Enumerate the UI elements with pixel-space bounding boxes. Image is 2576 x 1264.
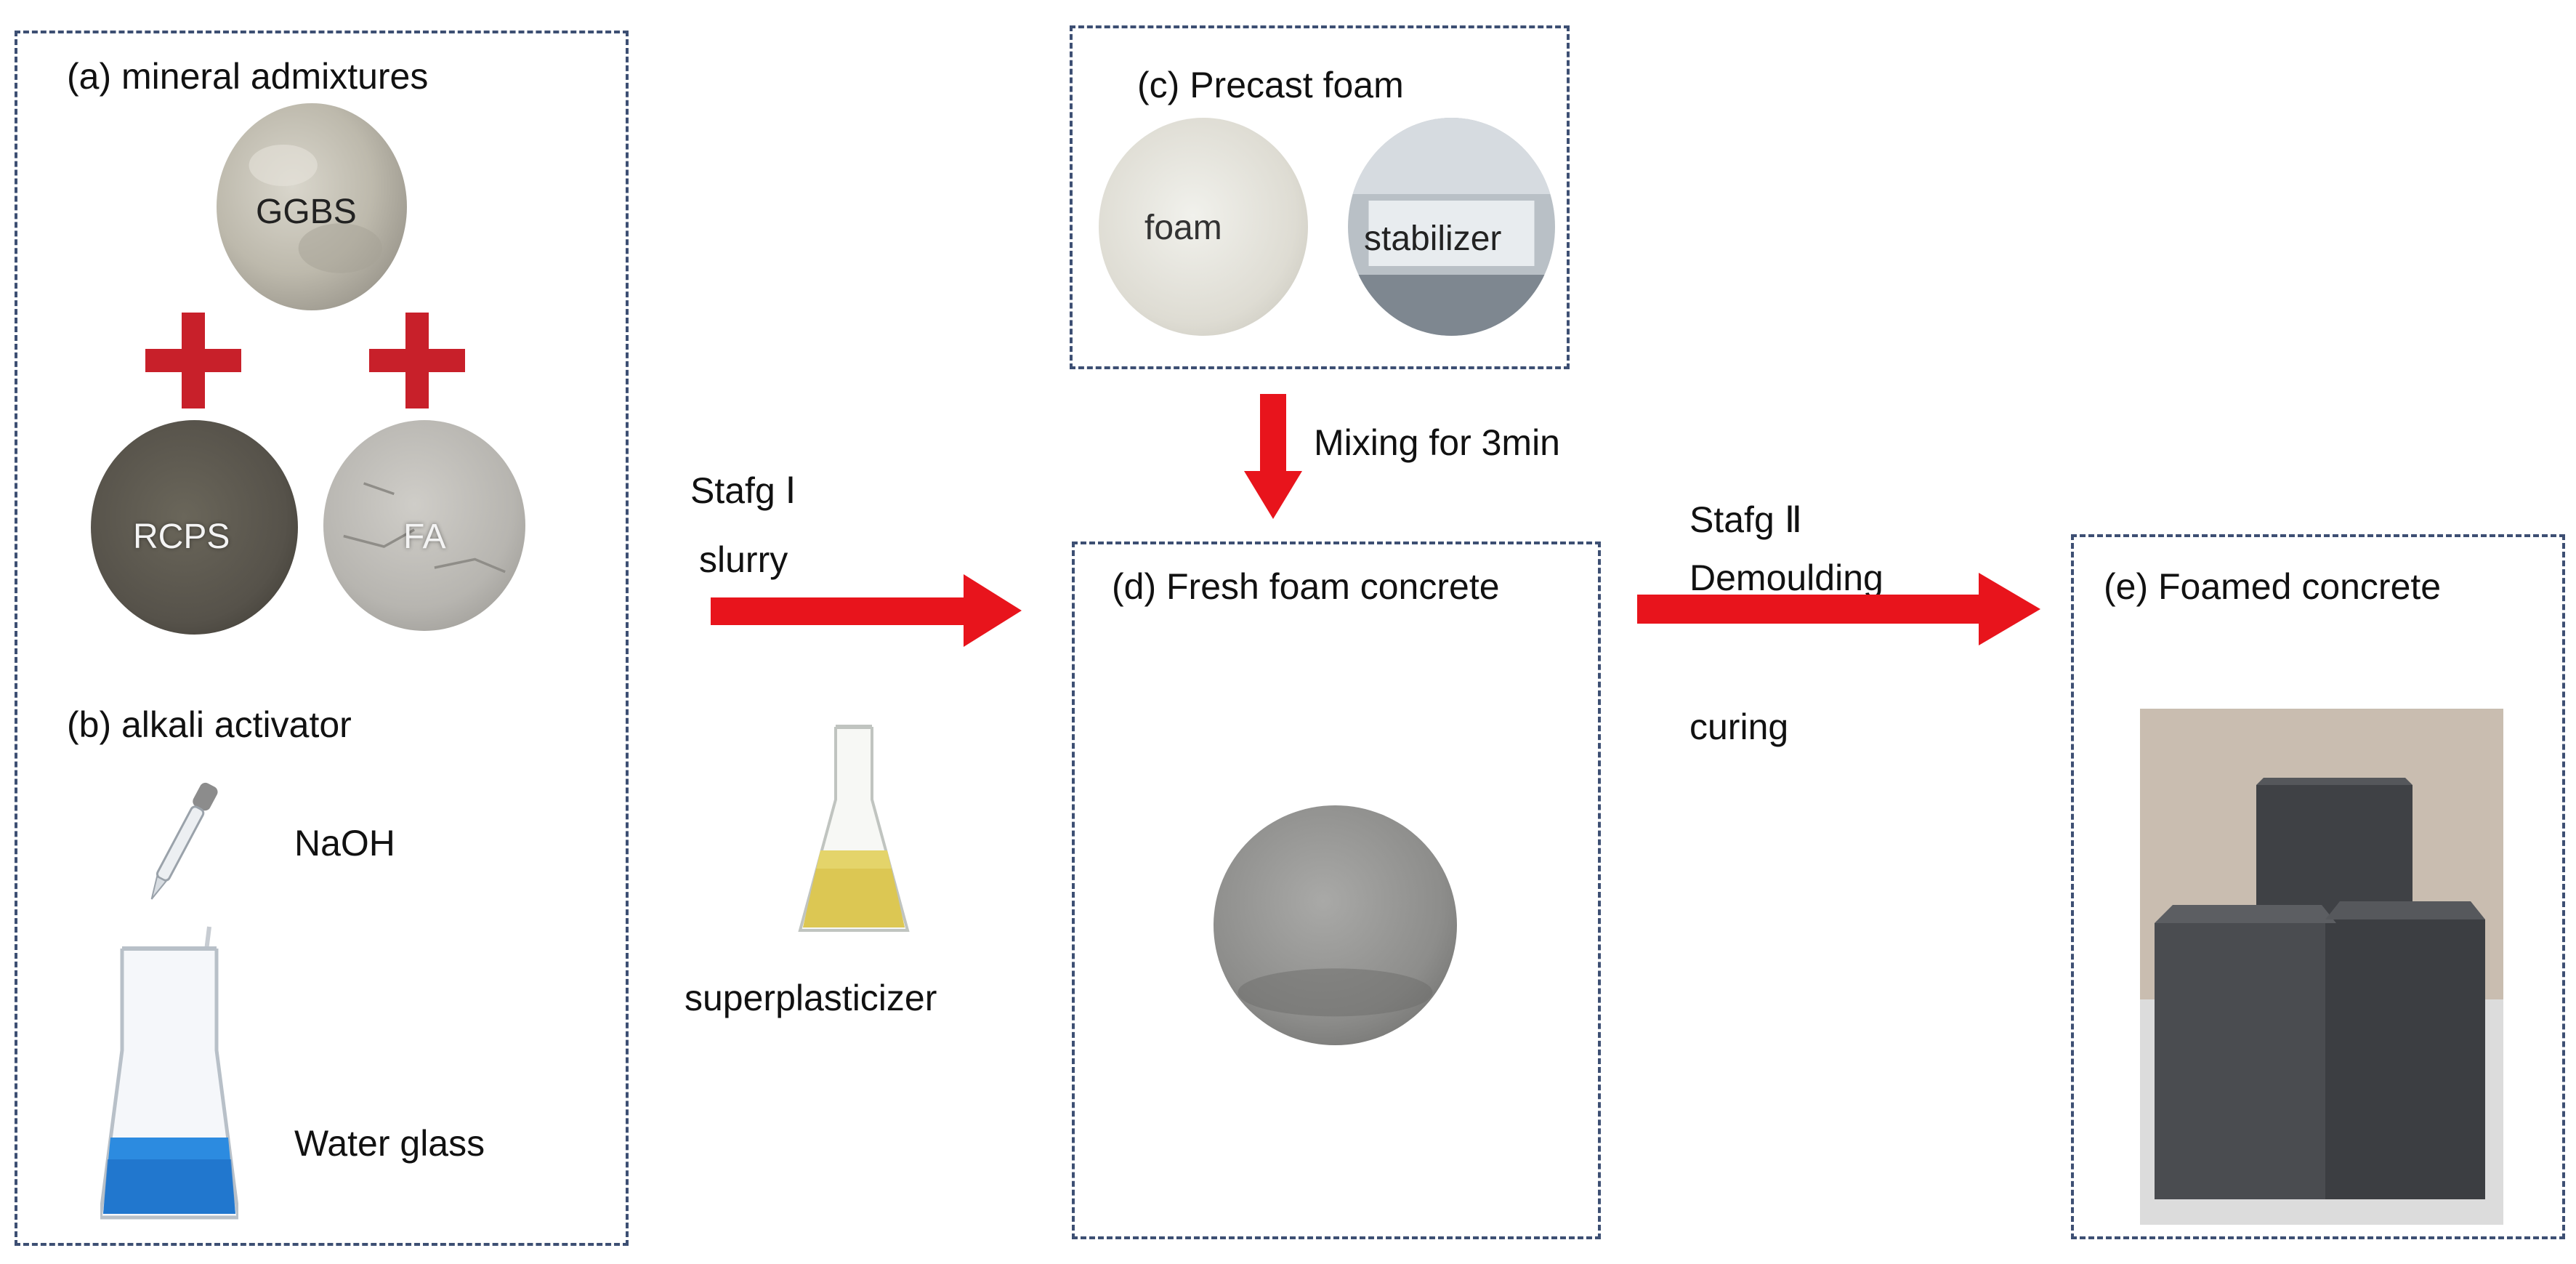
fa-label: FA [403,518,446,556]
plus-icon [369,313,465,408]
stage1-label: Stafg Ⅰ [690,470,796,511]
panel-fresh-foam-concrete [1072,542,1601,1239]
rcps-label: RCPS [133,518,230,556]
mixing-label: Mixing for 3min [1314,422,1560,463]
down-arrow-icon [1244,394,1302,519]
fresh-concrete-image [1214,805,1457,1045]
ggbs-label: GGBS [256,193,357,231]
fa-sample-image [323,420,525,631]
superplasticizer-label: superplasticizer [685,978,937,1018]
curing-label: curing [1689,707,1789,747]
foam-image [1099,118,1308,336]
panel-foamed-concrete [2071,534,2565,1239]
blue-flask-icon [100,926,238,1220]
panel-d-title: (d) Fresh foam concrete [1112,566,1500,607]
foamed-concrete-photo [2140,709,2503,1225]
ggbs-sample-image [217,103,407,310]
stabilizer-label: stabilizer [1364,220,1502,258]
plus-icon [145,313,241,408]
right-arrow-icon [1637,573,2040,645]
naoh-label: NaOH [294,823,395,864]
rcps-sample-image [91,420,298,635]
right-arrow-icon [711,574,1022,647]
stage2-demoulding-label: Demoulding [1689,557,1883,598]
panel-a-title: (a) mineral admixtures [67,56,429,97]
yellow-flask-icon [798,725,910,932]
foam-label: foam [1144,209,1222,247]
water-glass-label: Water glass [294,1123,485,1164]
stage1-slurry-label: slurry [699,539,788,580]
panel-c-title: (c) Precast foam [1137,65,1404,105]
panel-b-title: (b) alkali activator [67,704,352,745]
panel-precast-foam [1070,25,1570,369]
stabilizer-image [1348,118,1555,336]
panel-materials [15,31,629,1246]
stage2-label: Stafg Ⅱ [1689,499,1803,540]
panel-e-title: (e) Foamed concrete [2104,566,2442,607]
dropper-icon [150,782,218,900]
